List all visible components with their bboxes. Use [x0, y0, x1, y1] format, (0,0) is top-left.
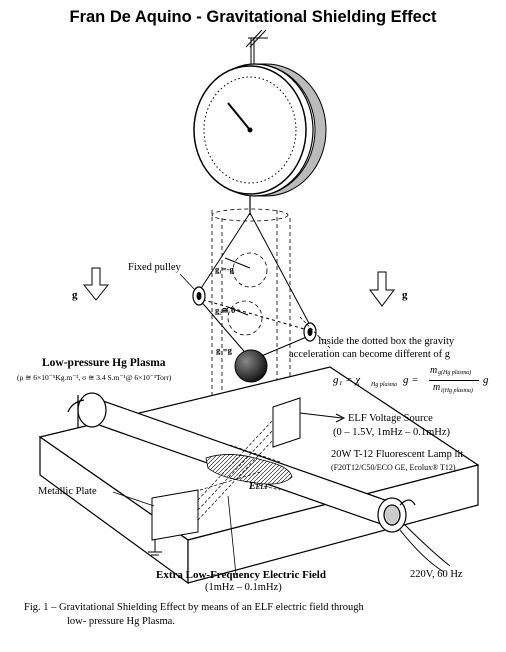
pulley-left — [192, 286, 206, 306]
pulley-right — [303, 322, 317, 342]
elf-source-range: (0 – 1.5V, 1mHz – 0.1mHz) — [333, 427, 451, 438]
fraction-bar — [429, 380, 479, 381]
fixed-pulley-label: Fixed pulley — [128, 262, 181, 273]
elf-source-label: ELF Voltage Source — [348, 413, 433, 424]
electric-field-lines — [197, 419, 281, 521]
caption-line2: low- pressure Hg Plasma. — [67, 616, 175, 627]
dotted-box-note-line2: acceleration can become different of g — [289, 349, 451, 360]
formula-rhs: g — [483, 374, 489, 386]
formula-mid: g = — [403, 374, 419, 386]
test-mass — [234, 349, 268, 383]
dynamometer — [193, 63, 327, 215]
e-elf-subscript: ELF — [255, 483, 270, 491]
metallic-plate — [151, 489, 199, 541]
formula-denominator-sub: i(Hg plasma) — [441, 388, 473, 394]
diagram-title: Fran De Aquino - Gravitational Shielding… — [69, 8, 437, 26]
hg-plasma — [205, 454, 293, 485]
lamp-model: (F20T12/C50/ECO GE, Ecolux® T12) — [331, 463, 456, 472]
gravity-arrow-right — [369, 271, 395, 307]
plasma-title: Low-pressure Hg Plasma — [42, 357, 166, 369]
gravity-formula: g₁ = χ Hg plasma g = m g(Hg plasma) m i(… — [333, 366, 493, 398]
metallic-plate-label: Metallic Plate — [38, 486, 97, 497]
gravity-label-right: g — [402, 289, 408, 301]
g3-label: g₃=g — [216, 345, 232, 355]
strings — [196, 212, 312, 358]
gravity-label-left: g — [72, 289, 78, 301]
e-elf-label: EELF — [249, 482, 269, 492]
plasma-params: (ρ ≅ 6×10⁻⁵Kg.m⁻³, σ ≅ 3.4 S.m⁻¹@ 6×10⁻³… — [17, 373, 172, 382]
gravity-arrow-left — [82, 267, 110, 301]
g2-label: g₂≅ 0 — [215, 305, 236, 315]
formula-numerator: m — [430, 365, 438, 376]
lamp-label: 20W T-12 Fluorescent Lamp lit — [331, 449, 464, 460]
e-elf-symbol: E — [249, 481, 256, 492]
ceiling-mount — [245, 29, 268, 64]
formula-numerator-sub: g(Hg plasma) — [438, 370, 472, 376]
caption-line1: Fig. 1 – Gravitational Shielding Effect … — [24, 602, 364, 613]
g1-label: g₁=-g — [215, 264, 234, 274]
formula-lhs: g₁ = χ — [333, 374, 361, 386]
formula-denominator: m — [433, 382, 441, 393]
formula-sub: Hg plasma — [371, 382, 398, 388]
base-box — [38, 366, 480, 585]
field-title: Extra Low-Frequency Electric Field — [156, 569, 326, 581]
elf-plate-right — [272, 397, 301, 448]
mains-label: 220V, 60 Hz — [410, 569, 463, 580]
dotted-box-note-line1: Inside the dotted box the gravity — [318, 336, 455, 347]
field-range: (1mHz – 0.1mHz) — [205, 582, 282, 593]
